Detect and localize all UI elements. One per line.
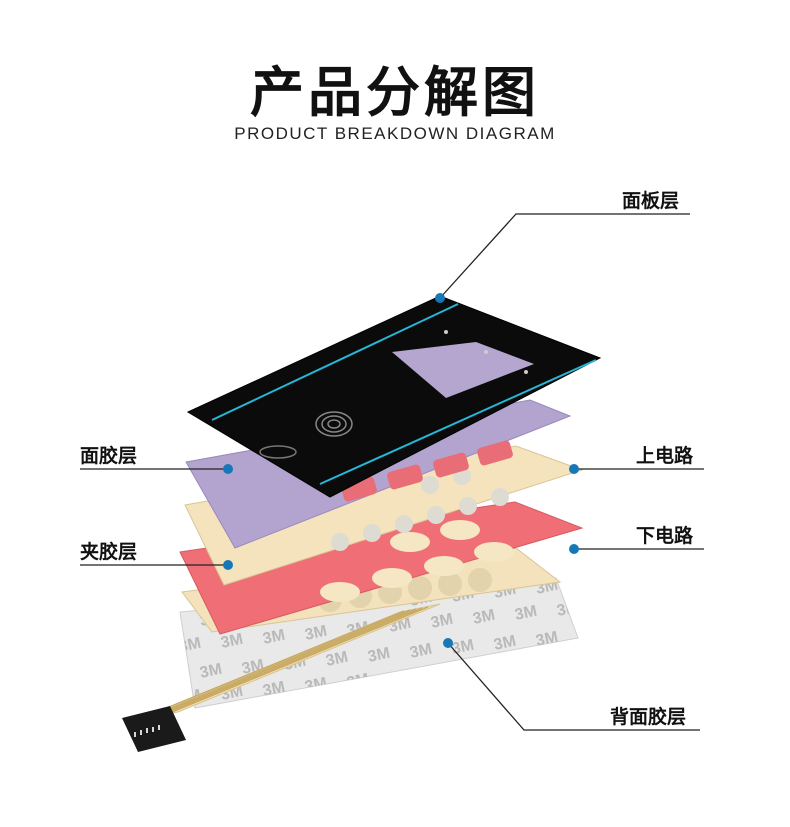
watermark-3m: 3M <box>345 671 370 692</box>
logo-mark-icon <box>259 445 297 459</box>
watermark-3m: 3M <box>198 661 223 682</box>
watermark-3m: 3M <box>534 629 559 650</box>
watermark-3m: 3M <box>219 631 244 652</box>
watermark-3m: 3M <box>303 675 328 696</box>
flex-tail <box>141 603 441 719</box>
nfc-icon <box>315 411 353 437</box>
label-panel: 面板层 <box>622 190 680 212</box>
watermark-3m: 3M <box>429 611 454 632</box>
upper-circuit-layer <box>184 445 584 586</box>
watermark-3m: 3M <box>261 627 286 648</box>
watermark-3m: 3M <box>576 573 601 594</box>
panel-layer <box>186 295 602 498</box>
watermark-3m: 3M <box>261 679 286 700</box>
watermark-3m: 3M <box>324 649 349 670</box>
label-spacer-adhesive: 夹胶层 <box>80 541 138 563</box>
leader-lines <box>80 213 704 731</box>
watermark-3m: 3M <box>513 655 538 676</box>
watermark-3m: 3M <box>408 641 433 662</box>
label-upper-circuit: 上电路 <box>636 445 694 467</box>
leader-dots <box>223 293 579 648</box>
watermark-3m: 3M <box>513 603 538 624</box>
watermark-3m: 3M <box>303 623 328 644</box>
flex-connector <box>122 706 186 752</box>
watermark-3m: 3M <box>492 633 517 654</box>
watermark-3m: 3M <box>576 625 601 646</box>
watermark-3m: 3M <box>366 645 391 666</box>
watermark-3m: 3M <box>471 607 496 628</box>
label-lower-circuit: 下电路 <box>636 525 694 547</box>
watermark-3m: 3M <box>555 651 580 672</box>
label-back-adhesive: 背面胶层 <box>610 706 687 728</box>
watermark-3m: 3M <box>387 667 412 688</box>
page-title: 产品分解图 <box>250 61 540 124</box>
spacer-adhesive-layer <box>179 501 584 635</box>
watermark-3m: 3M <box>471 659 496 680</box>
page-subtitle: PRODUCT BREAKDOWN DIAGRAM <box>234 124 556 143</box>
watermark-3m: 3M <box>429 663 454 684</box>
label-panel-adhesive: 面胶层 <box>80 445 138 467</box>
